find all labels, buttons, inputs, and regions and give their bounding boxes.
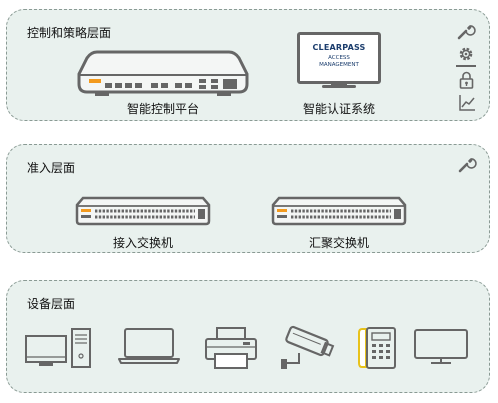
clearpass-caption: 智能认证系统: [302, 102, 375, 116]
gear-icon: [459, 47, 473, 61]
control-layer-panel: 控制和策略层面 智能控制平台 CLEARPASS ACCESS MANAGEME…: [6, 9, 490, 121]
device-layer-title: 设备层面: [27, 297, 76, 311]
gear-underline: [456, 65, 476, 67]
clearpass-screen-line-3: MANAGEMENT: [319, 62, 359, 68]
aggregation-switch-caption: 汇聚交换机: [308, 236, 369, 250]
access-layer-panel: 准入层面 接入交换机 汇聚交换机: [6, 144, 490, 253]
ip-phone-icon: [358, 327, 396, 369]
access-switch-icon: [75, 196, 211, 226]
clearpass-screen-line-1: CLEARPASS: [312, 43, 366, 52]
access-switch-caption: 接入交换机: [112, 236, 173, 250]
clearpass-monitor: CLEARPASS ACCESS MANAGEMENT: [297, 32, 381, 90]
laptop-icon: [118, 328, 180, 364]
wrench-icon: [457, 25, 476, 40]
controller-appliance-icon: [77, 50, 249, 96]
control-layer-title: 控制和策略层面: [27, 26, 112, 40]
aggregation-switch-icon: [271, 196, 407, 226]
access-layer-title: 准入层面: [27, 161, 76, 175]
device-layer-panel: 设备层面: [6, 280, 490, 393]
tv-icon: [414, 329, 468, 364]
security-camera-icon: [281, 325, 335, 369]
lock-icon: [459, 71, 474, 89]
chart-icon: [459, 95, 475, 111]
desktop-pc-icon: [25, 328, 91, 368]
printer-icon: [205, 327, 257, 369]
clearpass-screen-line-2: ACCESS: [328, 55, 350, 61]
controller-caption: 智能控制平台: [126, 102, 199, 116]
wrench-icon: [458, 158, 477, 173]
